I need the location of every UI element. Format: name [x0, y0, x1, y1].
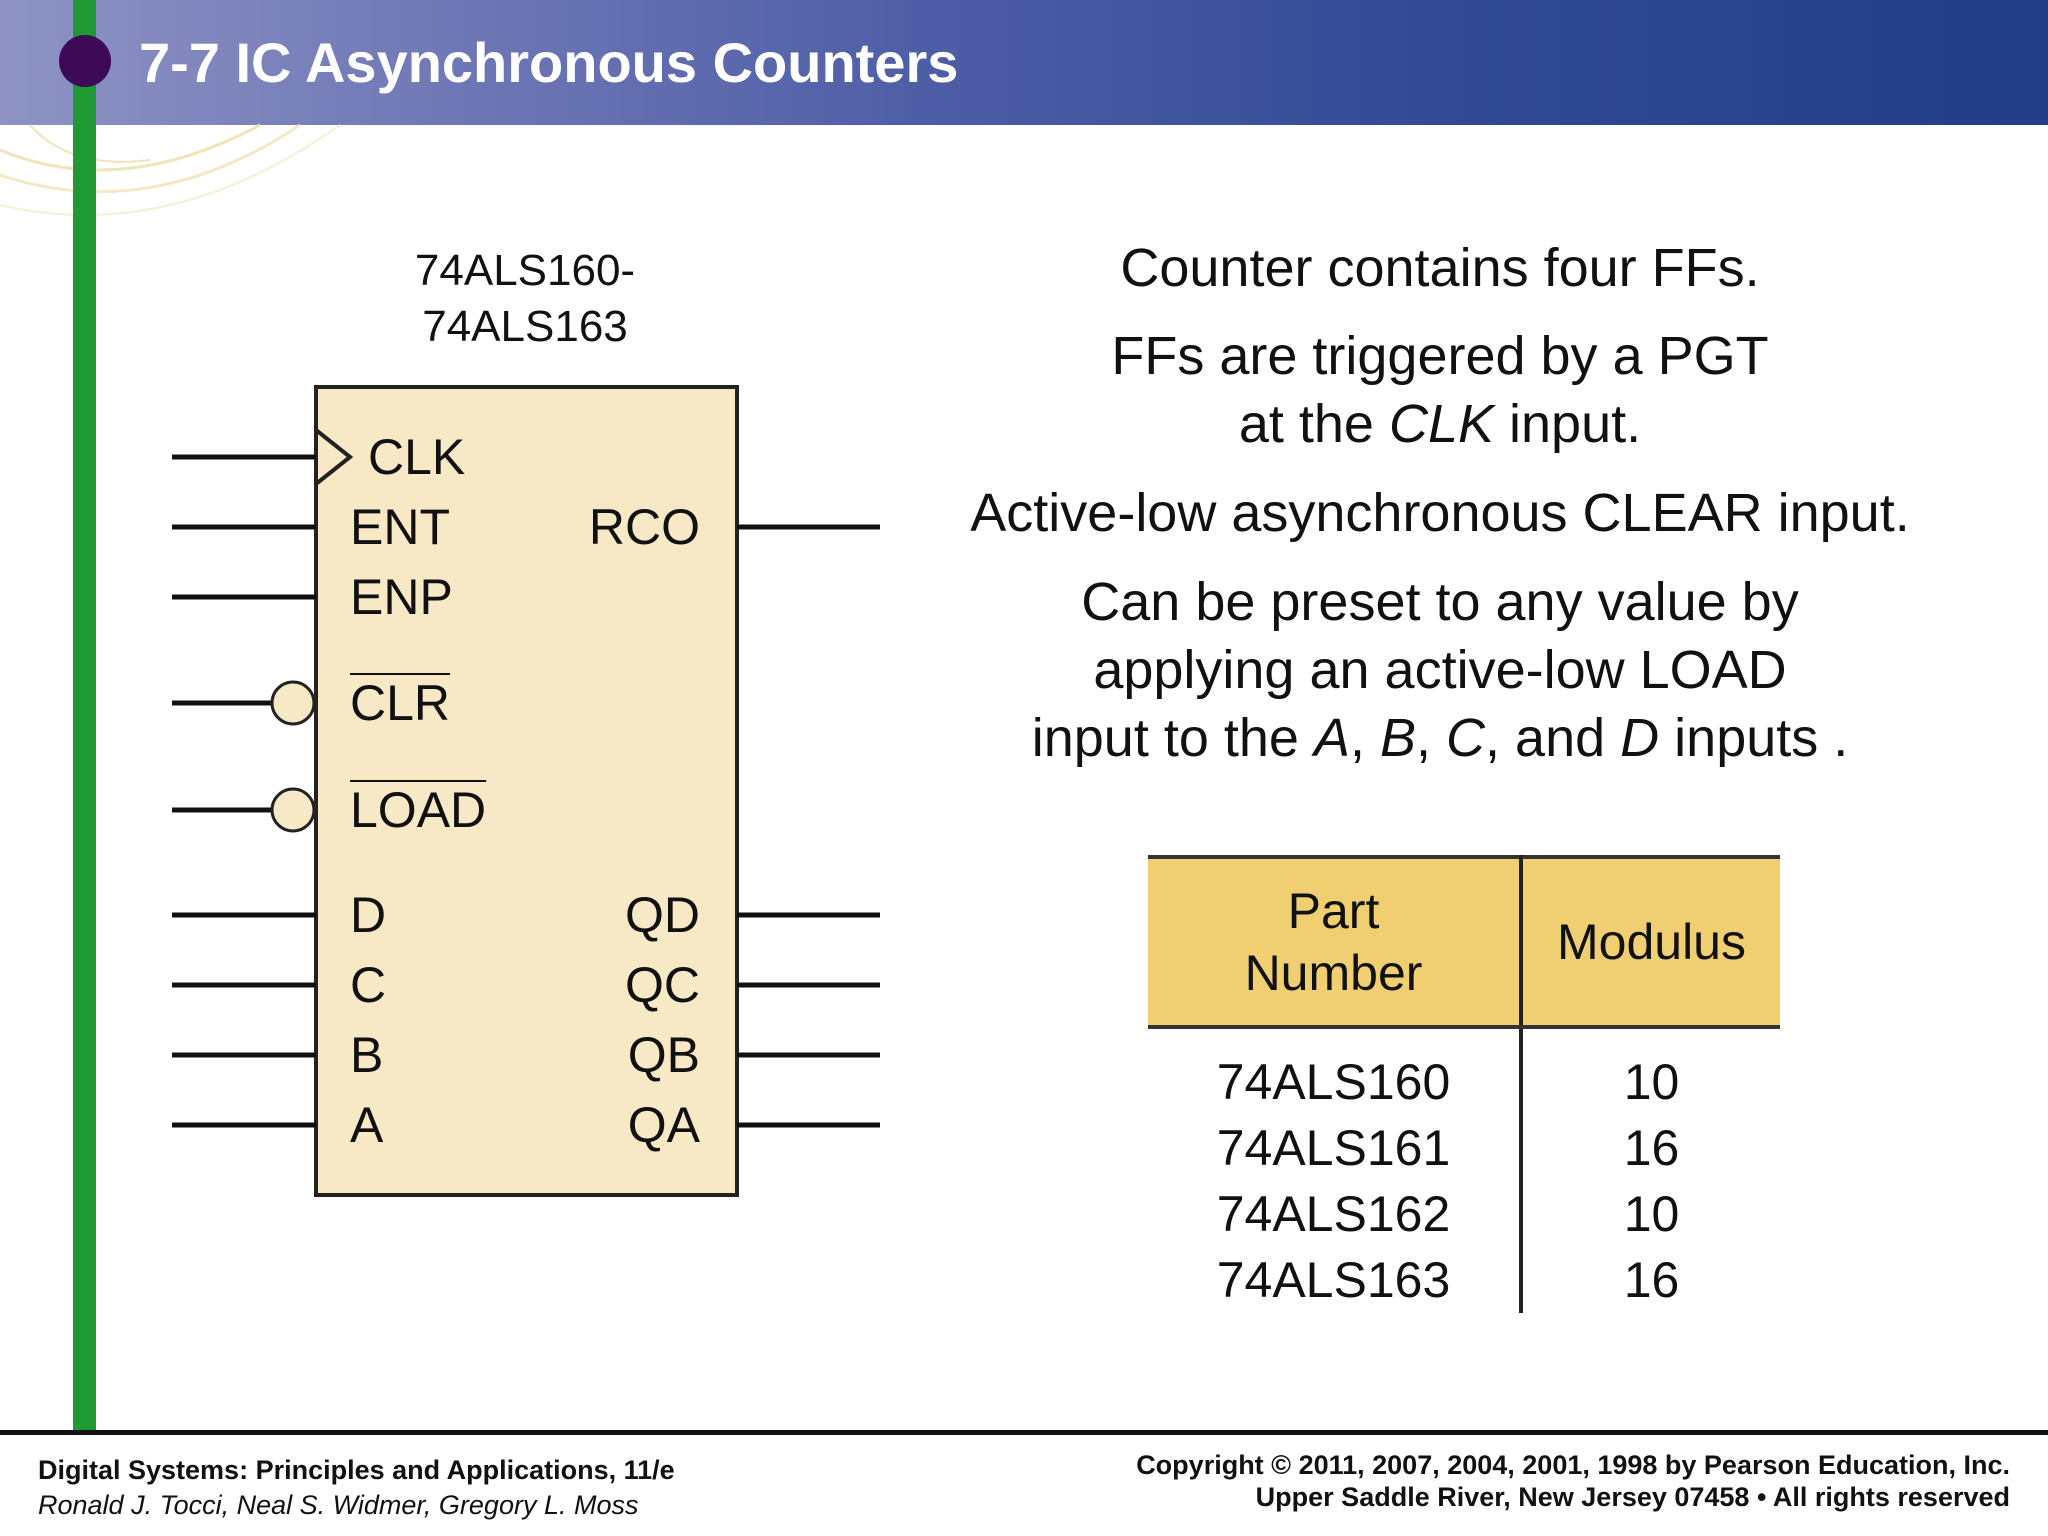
bullet-four-ffs-text: Counter contains four FFs. — [1120, 238, 1760, 298]
chip-label-line1: 74ALS160- — [414, 246, 636, 295]
modulus-cell: 16 — [1623, 1120, 1680, 1176]
pin-label-qc: QC — [625, 957, 700, 1013]
table-row: 74ALS162 10 — [1148, 1181, 1780, 1247]
pin-label-d: D — [350, 887, 387, 943]
pin-label-ent: ENT — [350, 499, 450, 555]
text-run: , — [1349, 708, 1380, 768]
modulus-cell: 16 — [1623, 1252, 1680, 1308]
pin-label-a: A — [350, 1097, 384, 1153]
inversion-bubble-load — [270, 787, 316, 833]
pin-label-qa: QA — [627, 1097, 700, 1153]
input-c-emphasis: C — [1446, 708, 1486, 768]
clock-triangle-icon — [314, 428, 354, 486]
modulus-cell: 10 — [1623, 1186, 1680, 1242]
pin-label-clr: CLR — [350, 675, 451, 731]
footer-book-title: Digital Systems: Principles and Applicat… — [38, 1455, 675, 1485]
text-run: at the — [1238, 394, 1389, 454]
footer-copyright: Copyright © 2011, 2007, 2004, 2001, 1998… — [1136, 1450, 2010, 1480]
header-part-number: Part Number — [1148, 855, 1523, 1029]
text-run: input. — [1494, 394, 1642, 454]
part-cell: 74ALS160 — [1148, 1027, 1523, 1115]
table-row: 74ALS163 16 — [1148, 1247, 1780, 1313]
bullet-four-ffs: Counter contains four FFs. — [930, 234, 1950, 302]
text-run: input to the — [1031, 708, 1314, 768]
pin-label-b: B — [350, 1027, 384, 1083]
clk-emphasis: CLK — [1388, 394, 1495, 454]
green-vertical-bar — [73, 0, 96, 1432]
bullet-pgt-line2: at the CLK input. — [930, 390, 1950, 458]
part-cell: 74ALS163 — [1148, 1247, 1523, 1313]
bullet-pgt: FFs are triggered by a PGT at the CLK in… — [930, 322, 1950, 458]
table-row: 74ALS161 16 — [1148, 1115, 1780, 1181]
part-cell: 74ALS162 — [1148, 1181, 1523, 1247]
inversion-bubble-clr — [270, 680, 316, 726]
input-b-emphasis: B — [1380, 708, 1417, 768]
pin-label-qd: QD — [625, 887, 700, 943]
pin-label-load: LOAD — [350, 782, 487, 838]
bullet-clear: Active-low asynchronous CLEAR input. — [930, 479, 1950, 547]
bullet-clear-text: Active-low asynchronous CLEAR input. — [970, 483, 1910, 543]
table-header-row: Part Number Modulus — [1148, 855, 1780, 1029]
input-a-emphasis: A — [1313, 708, 1350, 768]
title-bar — [0, 0, 2048, 125]
pin-label-enp: ENP — [350, 569, 453, 625]
bullet-preset-line2: applying an active-low LOAD — [1093, 640, 1787, 700]
modulus-cell: 10 — [1623, 1054, 1680, 1110]
header-part-line1: Part — [1287, 883, 1380, 939]
part-cell: 74ALS161 — [1148, 1115, 1523, 1181]
header-part-line2: Number — [1244, 945, 1423, 1001]
bullet-preset-line1: Can be preset to any value by — [1081, 572, 1799, 632]
decorative-swirl — [0, 123, 341, 216]
counter-chip-diagram — [172, 385, 880, 1197]
footer-divider — [0, 1430, 2048, 1435]
footer-address: Upper Saddle River, New Jersey 07458 • A… — [1255, 1482, 2010, 1512]
chip-body — [314, 385, 739, 1197]
text-run: , — [1416, 708, 1447, 768]
bullet-preset: Can be preset to any value by applying a… — [930, 568, 1950, 772]
input-d-emphasis: D — [1620, 708, 1660, 768]
bullet-preset-line3: input to the A, B, C, and D inputs . — [930, 704, 1950, 772]
chip-label-line2: 74ALS163 — [422, 302, 628, 351]
pin-label-qb: QB — [627, 1027, 700, 1083]
pin-label-c: C — [350, 957, 387, 1013]
footer-authors: Ronald J. Tocci, Neal S. Widmer, Gregory… — [38, 1490, 639, 1520]
pin-label-rco: RCO — [588, 499, 700, 555]
slide-title: 7-7 IC Asynchronous Counters — [139, 31, 959, 94]
title-bullet-icon — [59, 35, 111, 87]
part-modulus-table: Part Number Modulus 74ALS160 10 74ALS161… — [1148, 855, 1780, 1313]
chip-label: 74ALS160- 74ALS163 — [340, 243, 710, 355]
table-row: 74ALS160 10 — [1148, 1027, 1780, 1115]
bullet-pgt-line1: FFs are triggered by a PGT — [1111, 326, 1769, 386]
text-run: , and — [1485, 708, 1621, 768]
pin-label-clk: CLK — [368, 429, 466, 485]
text-run: inputs . — [1659, 708, 1849, 768]
header-modulus: Modulus — [1521, 855, 1780, 1029]
